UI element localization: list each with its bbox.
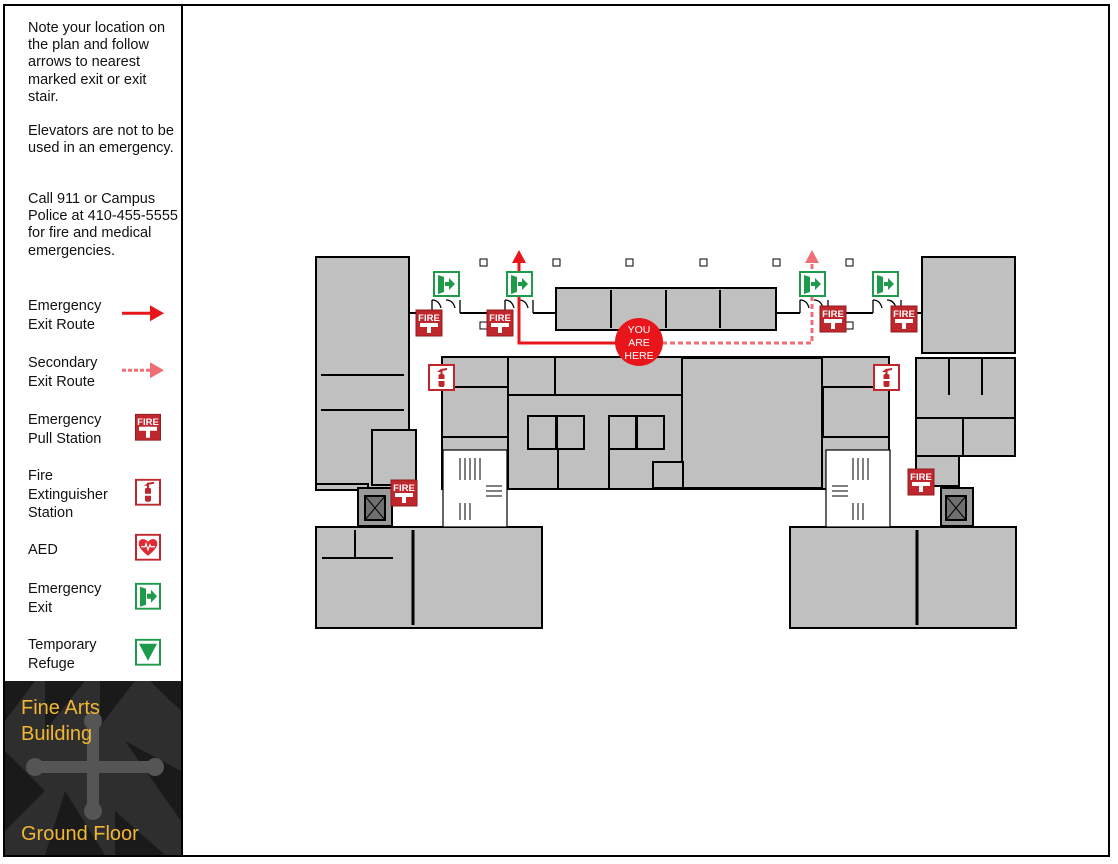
legend-emergency-exit: Emergency Exit (28, 580, 183, 618)
fire-pull-station-icon: FIRE (135, 413, 161, 447)
temporary-refuge-icon (135, 638, 161, 672)
instruction-call: Call 911 or Campus Police at 410-455-555… (28, 191, 178, 259)
svg-text:FIRE: FIRE (137, 417, 159, 428)
legend-emergency-exit-route: Emergency Exit Route (28, 297, 183, 335)
dashed-red-arrow-icon (121, 361, 165, 385)
svg-text:YOU: YOU (628, 324, 651, 336)
solid-red-arrow-icon (121, 304, 165, 328)
instruction-location: Note your location on the plan and follo… (28, 20, 166, 105)
left-stair (442, 449, 508, 528)
you-are-here-marker: YOU ARE HERE (615, 318, 663, 366)
fire-pull-station-icon (390, 479, 418, 507)
fire-pull-station-icon (907, 468, 935, 496)
fire-extinguisher-icon (428, 364, 455, 391)
floor-plan-map: FIRE (183, 6, 1108, 855)
right-wing-rooms (921, 256, 1016, 354)
svg-text:ARE: ARE (628, 337, 650, 349)
map-frame (3, 4, 1110, 857)
floor-plan: FIRE (315, 250, 1017, 629)
legend-emergency-pull-station: Emergency Pull Station FIRE (28, 411, 183, 449)
floor-name: Ground Floor (21, 823, 139, 845)
emergency-exit-icon (135, 582, 161, 616)
right-stair (825, 449, 891, 528)
emergency-exit-icon (506, 271, 533, 297)
fire-extinguisher-icon (873, 364, 900, 391)
lower-left-rooms (315, 526, 543, 629)
legend-secondary-exit-route: Secondary Exit Route (28, 354, 183, 392)
aed-heart-icon (135, 533, 161, 567)
svg-text:HERE: HERE (624, 350, 653, 362)
legend-aed: AED (28, 533, 183, 561)
fire-pull-station-icon (486, 309, 514, 337)
maryland-flag-pattern (5, 681, 181, 855)
lower-right-rooms (789, 526, 1017, 629)
building-title-panel: Fine Arts Building Ground Floor (5, 681, 181, 855)
legend-temporary-refuge: Temporary Refuge (28, 636, 183, 674)
legend-fire-extinguisher-station: Fire Extinguisher Station (28, 467, 183, 523)
fire-extinguisher-icon (135, 478, 161, 512)
instruction-elevators: Elevators are not to be used in an emerg… (28, 123, 174, 157)
emergency-exit-icon (872, 271, 899, 297)
fire-pull-station-icon (819, 305, 847, 333)
fire-pull-station-icon (415, 309, 443, 337)
fire-pull-station-icon (890, 305, 918, 333)
emergency-exit-icon (799, 271, 826, 297)
emergency-exit-icon (433, 271, 460, 297)
building-name: Fine Arts Building (21, 697, 100, 745)
